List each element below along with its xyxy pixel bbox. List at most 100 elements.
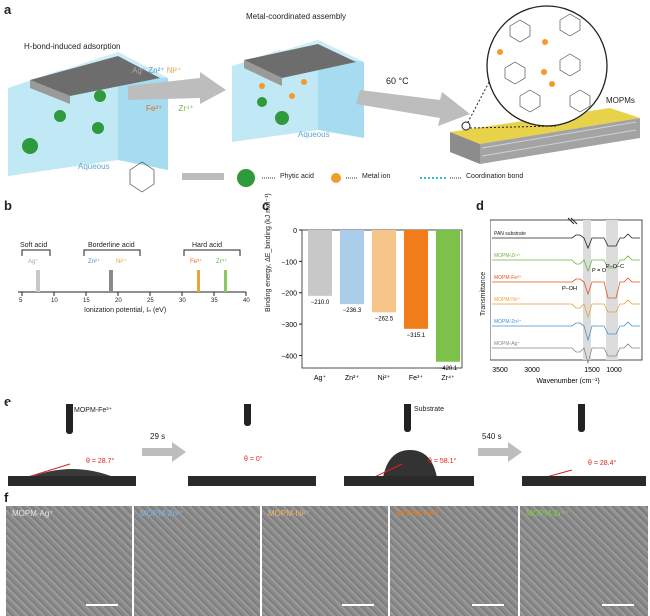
legend-phytic-acid: Phytic acid: [280, 173, 314, 180]
d-series-label: MOPM-Ag⁺: [494, 341, 520, 347]
c-category-label: Fe³⁺: [409, 375, 424, 382]
angle-1b: θ = 0°: [244, 456, 263, 463]
c-category-label: Ni²⁺: [378, 375, 391, 382]
d-series-label: MOPM-Zn²⁺: [494, 319, 522, 325]
ions-top: Ag⁺ Zn²⁺ Ni²⁺: [132, 66, 182, 75]
d-xlabel: Wavenumber (cm⁻¹): [536, 378, 599, 384]
droplet-image-2: θ = 0°: [188, 402, 316, 494]
sample-label-2: Substrate: [414, 406, 444, 413]
angle-1a: θ = 28.7°: [86, 458, 115, 465]
droplet-image-3: Substrate θ = 58.1°: [344, 402, 474, 494]
d-annotation: P–OH: [562, 286, 577, 292]
d-series-label: MOPM-Ni²⁺: [494, 297, 521, 303]
time-label-1: 29 s: [150, 432, 166, 441]
d-series-line: [492, 343, 640, 365]
panel-b-xlabel: Ionization potential, Iₙ (eV): [84, 307, 167, 314]
panel-d-label: d: [476, 198, 484, 213]
b-tick-label: 25: [147, 298, 154, 304]
d-series-label: MOPM-Zr⁴⁺: [494, 253, 521, 259]
aqueous-label-1: Aqueous: [78, 162, 110, 171]
step2-title: Metal-coordinated assembly: [246, 12, 347, 21]
d-series-line: [492, 277, 640, 299]
d-xtick-label: 1500: [584, 367, 600, 374]
legend-metal-ion: Metal ion: [362, 173, 391, 180]
ion-zr: Zr⁴⁺: [216, 259, 228, 265]
c-ytick-label: −400: [281, 353, 297, 360]
sem-image-ag: MOPM-Ag⁺: [6, 506, 132, 616]
time-arrow-1: [142, 442, 186, 462]
b-tick-label: 15: [83, 298, 90, 304]
d-xtick-label: 3000: [524, 367, 540, 374]
c-bar: [308, 230, 332, 296]
c-bar: [372, 230, 396, 313]
angle-2b: θ = 28.4°: [588, 460, 617, 467]
c-ytick-label: −300: [281, 322, 297, 329]
group-soft-acid: Soft acid: [20, 242, 48, 249]
d-series-line: [492, 233, 640, 250]
c-ytick-label: −200: [281, 291, 297, 298]
mopms-label: MOPMs: [606, 96, 635, 105]
legend-phytic-structure: [129, 161, 155, 193]
sem-image-fe: MOPM-Fe³⁺: [390, 506, 518, 616]
step1-title: H-bond-induced adsorption: [24, 42, 121, 51]
chart-d: PAN substrateMOPM-Zr⁴⁺MOPM-Fe³⁺MOPM-Ni²⁺…: [490, 217, 643, 384]
group-borderline-acid: Borderline acid: [88, 242, 135, 249]
arrow-2: [356, 90, 470, 126]
c-category-label: Zn²⁺: [345, 375, 360, 382]
phytic-molecules: [22, 90, 289, 154]
group-hard-acid: Hard acid: [192, 242, 222, 249]
c-category-label: Zr⁴⁺: [441, 375, 455, 382]
ion-zn: Zn²⁺: [88, 259, 101, 265]
c-value-label: −420.1: [439, 366, 458, 372]
ion-fe: Fe³⁺: [190, 259, 203, 265]
droplet-image-4: θ = 28.4°: [522, 402, 646, 494]
panel-a-schematic: [8, 5, 640, 193]
panel-f-label: f: [4, 490, 9, 505]
b-tick-label: 20: [115, 298, 122, 304]
c-value-label: −315.1: [407, 333, 426, 339]
d-series-line: [492, 299, 640, 319]
temperature-label: 60 °C: [386, 76, 409, 86]
panel-c-label: c: [262, 198, 270, 213]
panel-a-label: a: [4, 2, 12, 17]
b-tick-label: 10: [51, 298, 58, 304]
sem-image-zr: MOPM-Zr⁴⁺: [520, 506, 648, 616]
d-series-label: MOPM-Fe³⁺: [494, 275, 522, 281]
d-annotation: P–O–C: [606, 264, 624, 270]
c-ytick-label: 0: [293, 228, 297, 235]
panel-b-label: b: [4, 198, 12, 213]
c-bar: [404, 230, 428, 329]
c-value-label: −262.5: [375, 316, 394, 322]
chart-d-ylabel: Transmittance: [480, 271, 487, 316]
ions-bottom: Fe³⁺ Zr⁴⁺: [146, 104, 194, 113]
metal-ion-icon: [331, 173, 341, 183]
sem-image-ni: MOPM-Ni²⁺: [262, 506, 388, 616]
zoom-circle: [461, 5, 608, 131]
panel-e-label: e: [4, 394, 11, 409]
d-xtick-label: 1000: [606, 367, 622, 374]
c-ytick-label: −100: [281, 259, 297, 266]
d-series-line: [492, 255, 640, 273]
c-category-label: Ag⁺: [314, 375, 327, 382]
b-tick-label: 40: [243, 298, 250, 304]
aqueous-box-2: [232, 40, 364, 142]
c-value-label: −210.0: [311, 300, 330, 306]
b-tick-label: 35: [211, 298, 218, 304]
d-annotation: P = O: [592, 268, 607, 274]
time-label-2: 540 s: [482, 432, 502, 441]
c-bar: [340, 230, 364, 305]
arrow-1: [128, 72, 226, 104]
d-xtick-label: 3500: [492, 367, 508, 374]
d-series-line: [492, 321, 640, 342]
sample-label-1: MOPM-Fe³⁺: [74, 407, 113, 414]
panel-b-scale: [18, 249, 247, 296]
legend-coordination-bond: Coordination bond: [466, 173, 524, 180]
c-value-label: −236.3: [343, 308, 362, 314]
b-tick-label: 5: [19, 298, 23, 304]
c-bar: [436, 230, 460, 362]
angle-2a: θ = 58.1°: [428, 458, 457, 465]
ion-ag: Ag⁺: [28, 259, 39, 265]
ion-ni: Ni²⁺: [116, 259, 127, 265]
time-arrow-2: [478, 442, 522, 462]
